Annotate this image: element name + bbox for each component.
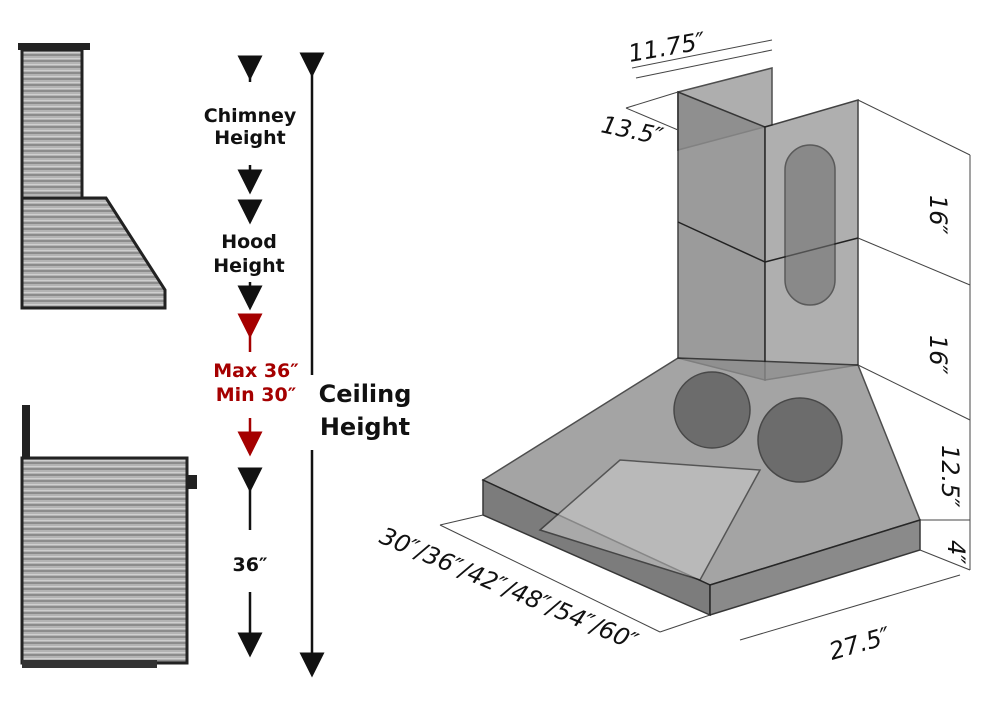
hood-depth-dimension: 27.5″ bbox=[826, 622, 894, 666]
chimney-width-dimension: 11.75″ bbox=[626, 27, 707, 68]
hood-band-dimension: 4″ bbox=[942, 540, 970, 564]
hood-height-dimension: 12.5″ bbox=[936, 445, 964, 507]
chimney-upper-dimension: 16″ bbox=[924, 195, 952, 235]
range-side-view bbox=[20, 405, 197, 668]
chimney-lower-dimension: 16″ bbox=[924, 335, 952, 375]
chimney-depth-dimension: 13.5″ bbox=[599, 110, 666, 150]
height-arrows bbox=[237, 52, 325, 678]
counter-height-label: 36″ bbox=[233, 554, 268, 576]
hood-isometric-view bbox=[481, 67, 921, 617]
dimension-lines bbox=[439, 39, 971, 641]
hood-side-view bbox=[18, 43, 167, 310]
clearance-label: Max 36″Min 30″ bbox=[213, 360, 299, 406]
